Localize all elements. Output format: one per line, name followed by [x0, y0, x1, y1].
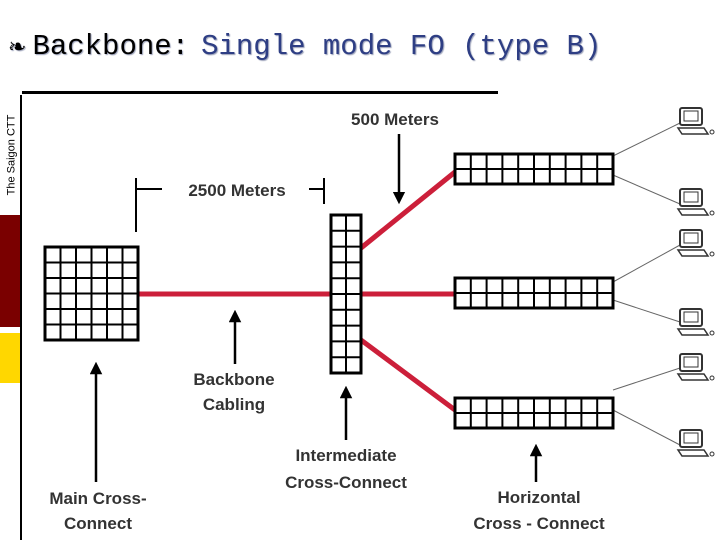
label-intermediate-2: Cross-Connect [285, 473, 407, 492]
title-main: Single mode FO (type B) [201, 30, 602, 63]
slide-title: ❧ Backbone: Single mode FO (type B) [8, 30, 601, 76]
computer-icon [676, 429, 715, 457]
label-horizontal-1: Horizontal [497, 488, 580, 507]
backbone-cable-upper [358, 169, 458, 251]
computer-icon [676, 107, 715, 135]
workstation-link-3 [612, 244, 681, 283]
main-cross-connect-panel [43, 245, 140, 342]
label-2500-meters: 2500 Meters [188, 181, 285, 200]
workstation-link-4 [612, 299, 681, 323]
horizontal-cross-connect-panel-middle [453, 276, 615, 310]
accent-bar-dark-red [0, 215, 20, 327]
label-500-meters: 500 Meters [351, 110, 439, 129]
backbone-cable-lower [358, 337, 458, 413]
computer-icon [676, 308, 715, 336]
label-horizontal-2: Cross - Connect [473, 514, 605, 533]
label-main-cross-connect-1: Main Cross- [49, 489, 146, 508]
workstation-link-2 [612, 174, 681, 205]
computer-icon [676, 353, 715, 381]
horizontal-cross-connect-panel-top [453, 152, 615, 186]
left-divider-line [20, 95, 22, 540]
horizontal-cross-connect-panel-bottom [453, 396, 615, 430]
computer-icon [676, 229, 715, 257]
accent-bar-yellow [0, 333, 20, 383]
title-rule [22, 91, 498, 94]
distance-bracket [135, 178, 325, 232]
left-accent-bar: The Saigon CTT [0, 0, 22, 540]
workstation-link-6 [612, 409, 681, 446]
label-intermediate-1: Intermediate [295, 446, 396, 465]
workstation-link-1 [612, 122, 681, 157]
computer-icon [676, 188, 715, 216]
bullet-icon: ❧ [8, 35, 27, 60]
label-main-cross-connect-2: Connect [64, 514, 132, 533]
label-backbone-cabling-1: Backbone [193, 370, 274, 389]
workstation-link-5 [612, 367, 681, 391]
intermediate-cross-connect-panel [329, 213, 363, 375]
title-prefix: Backbone: [32, 30, 190, 63]
label-backbone-cabling-2: Cabling [203, 395, 265, 414]
